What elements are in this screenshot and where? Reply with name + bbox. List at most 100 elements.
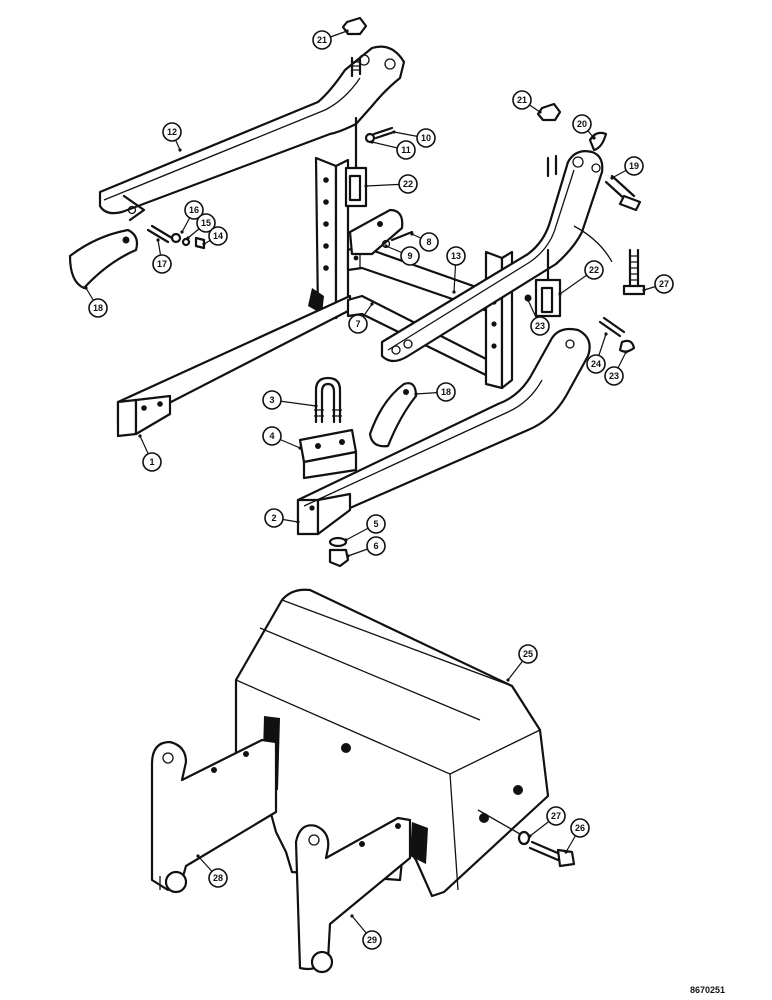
callout-number: 8 — [426, 237, 431, 247]
callout-tip — [538, 110, 542, 114]
callout-tip — [296, 520, 300, 524]
spacer-18-left — [68, 228, 139, 290]
callout-circle — [366, 514, 386, 534]
callout-circle — [419, 232, 439, 252]
callout-tip — [592, 136, 596, 140]
callout-tip — [392, 130, 396, 134]
callout-circle — [264, 508, 284, 528]
callout-tip — [410, 232, 414, 236]
callout-c13: 13 — [446, 246, 466, 294]
callout-c15: 15 — [186, 213, 216, 240]
callout-number: 6 — [373, 541, 378, 551]
callout-tip — [156, 238, 160, 242]
callout-c29: 29 — [350, 914, 382, 950]
callout-tip — [298, 446, 302, 450]
bolt-10-11 — [364, 126, 396, 144]
callout-tip — [528, 834, 532, 838]
callout-c2: 2 — [264, 508, 300, 528]
callout-circle — [88, 298, 108, 318]
callout-circle — [654, 274, 674, 294]
callout-c7: 7 — [348, 302, 374, 334]
callout-circle — [312, 30, 332, 50]
callout-number: 25 — [523, 649, 533, 659]
bracket-28 — [150, 738, 278, 894]
callout-number: 22 — [589, 265, 599, 275]
callout-tip — [384, 244, 388, 248]
callout-c27a: 27 — [642, 274, 674, 294]
callout-tip — [452, 290, 456, 294]
callout-c3: 3 — [262, 390, 318, 410]
callout-tip — [186, 236, 190, 240]
nut-21-right — [536, 102, 562, 178]
callout-c16: 16 — [180, 200, 204, 234]
callout-circle — [262, 426, 282, 446]
callout-tip — [346, 554, 350, 558]
callout-number: 22 — [403, 179, 413, 189]
callout-circle — [584, 260, 604, 280]
callout-tip — [178, 148, 182, 152]
callout-c6: 6 — [346, 536, 386, 558]
callout-number: 14 — [213, 231, 223, 241]
callout-c5: 5 — [344, 514, 386, 542]
callout-circle — [162, 122, 182, 142]
arm-13 — [380, 150, 604, 363]
callout-c19: 19 — [610, 156, 644, 180]
callout-circle — [142, 452, 162, 472]
callout-tip — [624, 350, 628, 354]
callout-circle — [546, 806, 566, 826]
callout-circle — [624, 156, 644, 176]
callout-circle — [152, 254, 172, 274]
callout-c20: 20 — [572, 114, 596, 140]
callout-c12: 12 — [162, 122, 182, 152]
callout-tip — [344, 538, 348, 542]
callout-tip — [314, 404, 318, 408]
callout-circle — [396, 140, 416, 160]
callout-circle — [512, 90, 532, 110]
callout-circle — [366, 536, 386, 556]
callout-c25: 25 — [506, 644, 538, 682]
callout-tip — [610, 176, 614, 180]
callout-number: 11 — [401, 145, 411, 155]
callout-number: 5 — [373, 519, 378, 529]
callout-tip — [558, 292, 562, 296]
callout-c8: 8 — [410, 232, 439, 252]
callout-c18b: 18 — [414, 382, 456, 402]
callout-number: 21 — [317, 35, 327, 45]
nut-21-top — [341, 16, 368, 78]
callout-number: 18 — [441, 387, 451, 397]
bolt-26 — [477, 809, 576, 868]
u-bolt-3 — [314, 376, 342, 424]
callout-tip — [604, 332, 608, 336]
callout-number: 4 — [269, 431, 274, 441]
callout-c17: 17 — [152, 238, 172, 274]
callout-number: 24 — [591, 359, 601, 369]
callout-circle — [196, 213, 216, 233]
callout-circle — [436, 382, 456, 402]
callout-c9: 9 — [384, 244, 420, 266]
callout-number: 16 — [189, 205, 199, 215]
callout-circle — [586, 354, 606, 374]
callout-number: 26 — [575, 823, 585, 833]
callout-number: 3 — [269, 395, 274, 405]
spacer-18-right — [368, 382, 418, 448]
frame-bar-2 — [296, 327, 591, 536]
arm-12 — [98, 45, 406, 222]
callout-circle — [400, 246, 420, 266]
callout-circle — [184, 200, 204, 220]
callout-tip — [526, 298, 530, 302]
callout-number: 17 — [157, 259, 167, 269]
callout-number: 9 — [407, 251, 412, 261]
bolt-27-upper — [622, 248, 646, 296]
callout-c22b: 22 — [558, 260, 604, 296]
callout-tip — [564, 850, 568, 854]
callout-c26: 26 — [564, 818, 590, 854]
callout-number: 10 — [421, 133, 431, 143]
callout-tip — [202, 242, 206, 246]
callout-tip — [345, 29, 349, 33]
reference-code: 8670251 — [690, 985, 725, 995]
callout-c14: 14 — [202, 226, 228, 246]
callout-circle — [362, 930, 382, 950]
callout-c28: 28 — [196, 854, 228, 888]
